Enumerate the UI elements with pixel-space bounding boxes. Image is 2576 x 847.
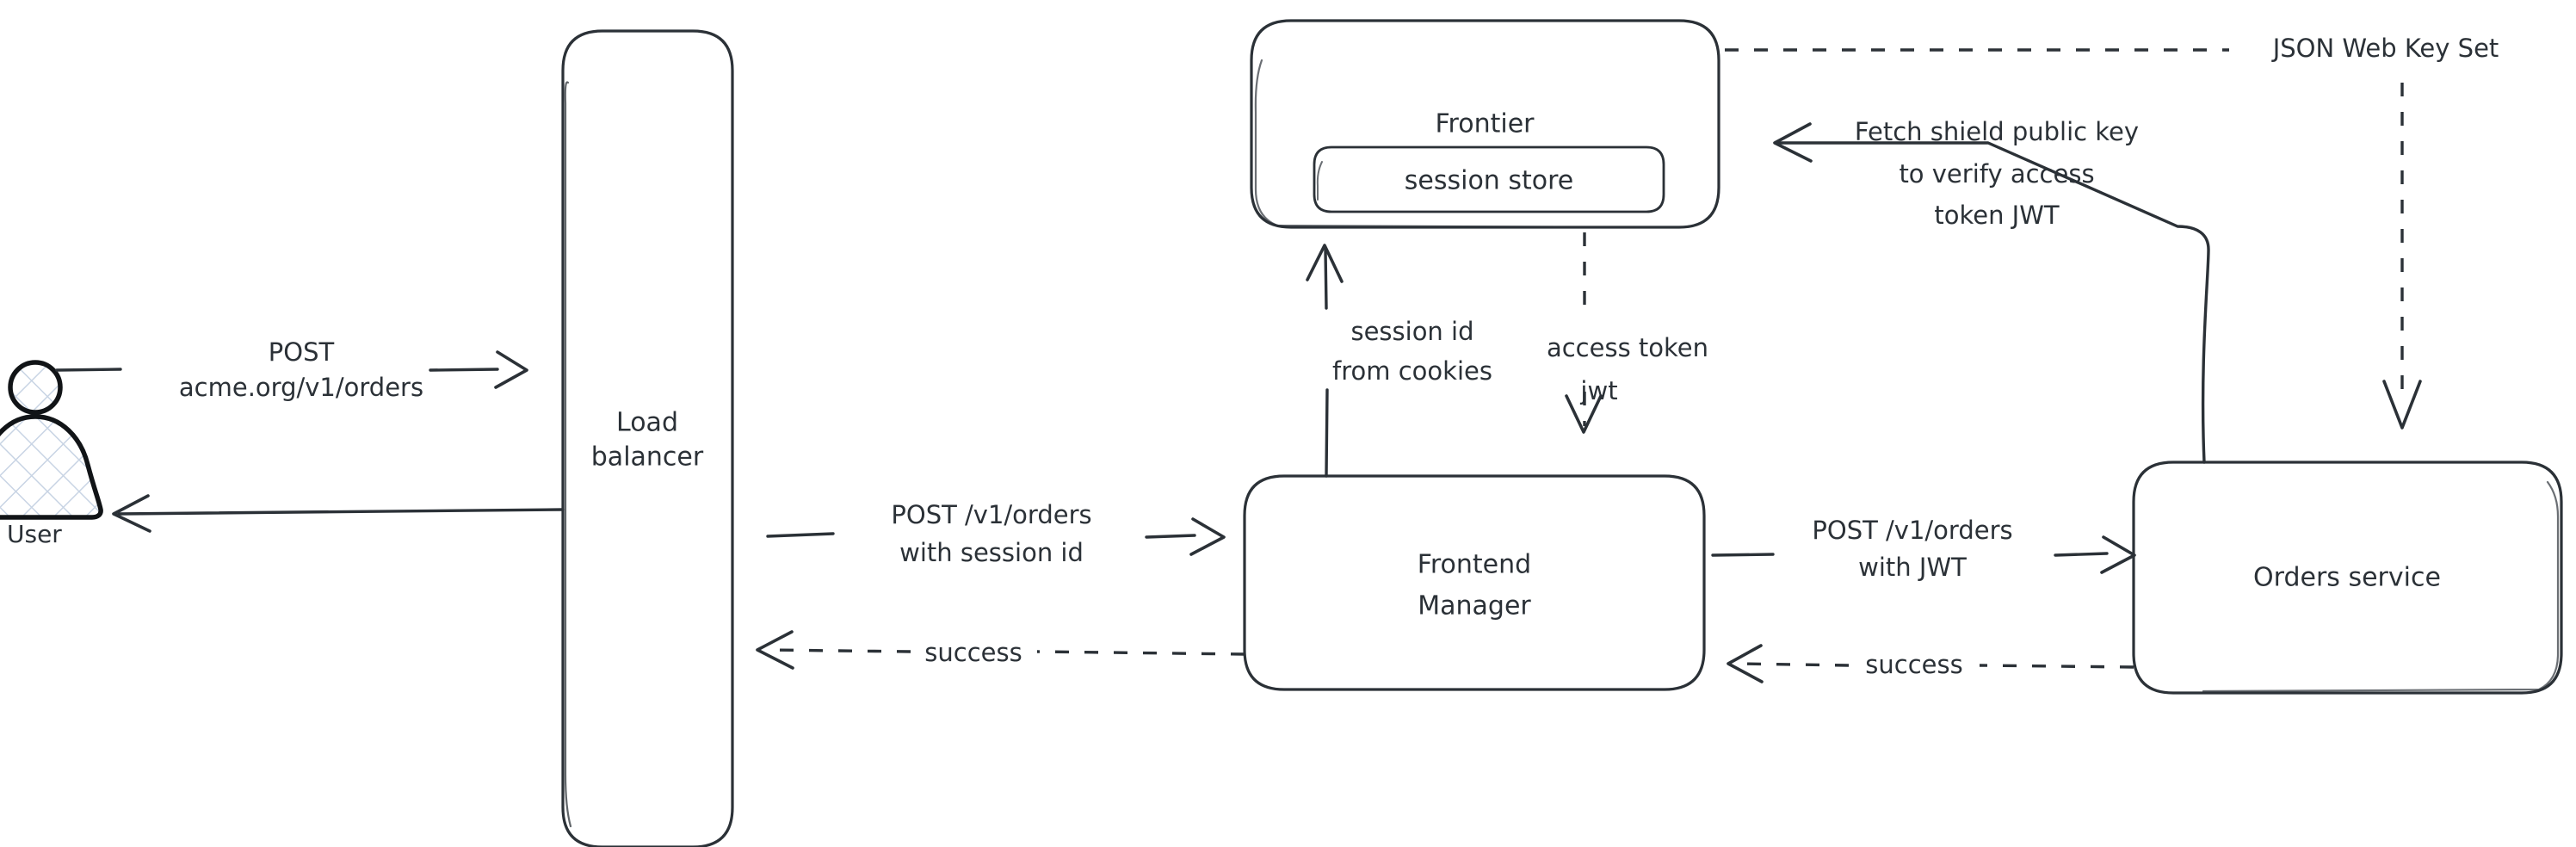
- orders-service-label: Orders service: [2253, 563, 2441, 593]
- orders-to-frontier-label-line3: token JWT: [1934, 201, 2060, 230]
- edge-orders-service-to-frontend-manager: success: [1727, 644, 2134, 683]
- node-user[interactable]: User: [0, 360, 103, 548]
- fm-to-lb-arrowhead-icon: [756, 630, 794, 670]
- edge-load-balancer-to-frontend-manager: POST /v1/orders with session id: [766, 500, 1226, 567]
- node-load-balancer[interactable]: Load balancer: [561, 29, 734, 847]
- load-balancer-label-line2: balancer: [591, 442, 704, 473]
- session-store-sketch-line: [1316, 161, 1323, 201]
- node-frontend-manager[interactable]: Frontend Manager: [1243, 474, 1706, 691]
- frontier-label: Frontier: [1435, 109, 1535, 139]
- node-frontier[interactable]: Frontier session store: [1250, 19, 1720, 229]
- orders-to-fm-line-right: [1979, 664, 2134, 669]
- lb-to-user-line: [117, 508, 565, 516]
- orders-to-frontier-arrowhead-icon: [1773, 122, 1813, 163]
- session-store-label: session store: [1405, 166, 1573, 196]
- orders-to-fm-line-left: [1738, 662, 1850, 667]
- edge-frontier-to-orders-service: JSON Web Key Set: [1725, 34, 2499, 430]
- frontier-to-orders-arrowhead-icon: [2382, 380, 2422, 430]
- load-balancer-box: [561, 29, 734, 847]
- fm-to-orders-line-left: [1711, 553, 1775, 557]
- node-session-store[interactable]: session store: [1313, 145, 1665, 213]
- load-balancer-label-line1: Load: [616, 408, 678, 438]
- lb-to-fm-line-right: [1145, 534, 1196, 539]
- fm-to-frontier-arrowhead-icon: [1306, 244, 1344, 283]
- session-store-box: [1313, 145, 1665, 213]
- frontier-to-orders-label: JSON Web Key Set: [2271, 34, 2499, 63]
- user-head-icon: [8, 360, 63, 415]
- fm-to-orders-label-line1: POST /v1/orders: [1812, 516, 2012, 545]
- frontier-to-fm-label-line2: jwt: [1579, 376, 1617, 405]
- fm-to-frontier-line-upper: [1324, 248, 1328, 310]
- lb-to-fm-line-left: [766, 532, 835, 538]
- frontier-to-fm-label-line1: access token: [1547, 333, 1708, 362]
- fm-to-lb-line-left: [767, 648, 911, 653]
- orders-service-box: [2132, 461, 2563, 695]
- lb-to-fm-arrowhead-icon: [1189, 517, 1226, 556]
- node-orders-service[interactable]: Orders service: [2132, 461, 2563, 695]
- edge-frontend-manager-to-frontier: session id from cookies: [1306, 244, 1492, 478]
- orders-to-fm-label: success: [1865, 650, 1962, 679]
- orders-to-frontier-line: [1776, 141, 2210, 464]
- lb-to-fm-label-line2: with session id: [899, 538, 1084, 567]
- fm-to-frontier-label-line1: session id: [1350, 317, 1473, 346]
- fm-to-orders-line-right: [2054, 552, 2109, 557]
- orders-to-frontier-label-line1: Fetch shield public key: [1855, 117, 2139, 146]
- frontend-manager-label-line1: Frontend: [1418, 550, 1531, 580]
- user-to-lb-label-line2: acme.org/v1/orders: [179, 373, 423, 402]
- orders-service-sketch-line: [2202, 480, 2560, 693]
- user-to-lb-line-left: [55, 368, 122, 372]
- edge-frontier-to-frontend-manager: access token jwt: [1547, 232, 1708, 434]
- edge-load-balancer-to-user: [112, 494, 565, 533]
- user-to-lb-line-right: [429, 368, 499, 372]
- fm-to-frontier-label-line2: from cookies: [1332, 356, 1492, 386]
- edge-user-to-load-balancer: POST acme.org/v1/orders: [55, 337, 528, 402]
- user-to-lb-label-line1: POST: [269, 337, 335, 367]
- orders-to-fm-arrowhead-icon: [1727, 644, 1764, 683]
- fm-to-orders-label-line2: with JWT: [1858, 553, 1967, 582]
- load-balancer-sketch-line: [564, 81, 572, 828]
- orders-to-frontier-label-line2: to verify access: [1899, 159, 2094, 189]
- user-body-icon: [0, 414, 103, 520]
- fm-to-lb-label: success: [924, 638, 1022, 667]
- fm-to-orders-arrowhead-icon: [2100, 535, 2136, 574]
- edge-orders-service-to-frontier: Fetch shield public key to verify access…: [1773, 117, 2210, 464]
- lb-to-fm-label-line1: POST /v1/orders: [891, 500, 1091, 529]
- user-to-lb-arrowhead-icon: [494, 350, 528, 389]
- user-label: User: [7, 520, 62, 548]
- edge-frontend-manager-to-load-balancer: success: [756, 630, 1245, 670]
- frontier-to-fm-arrowhead-icon: [1565, 394, 1603, 434]
- lb-to-user-arrowhead-icon: [112, 494, 151, 533]
- fm-to-frontier-line-lower: [1325, 388, 1329, 478]
- edge-frontend-manager-to-orders-service: POST /v1/orders with JWT: [1711, 516, 2136, 582]
- fm-to-lb-line-right: [1036, 650, 1245, 656]
- frontier-sketch-line: [1254, 59, 1637, 229]
- frontend-manager-box: [1243, 474, 1706, 691]
- frontend-manager-label-line2: Manager: [1418, 591, 1531, 621]
